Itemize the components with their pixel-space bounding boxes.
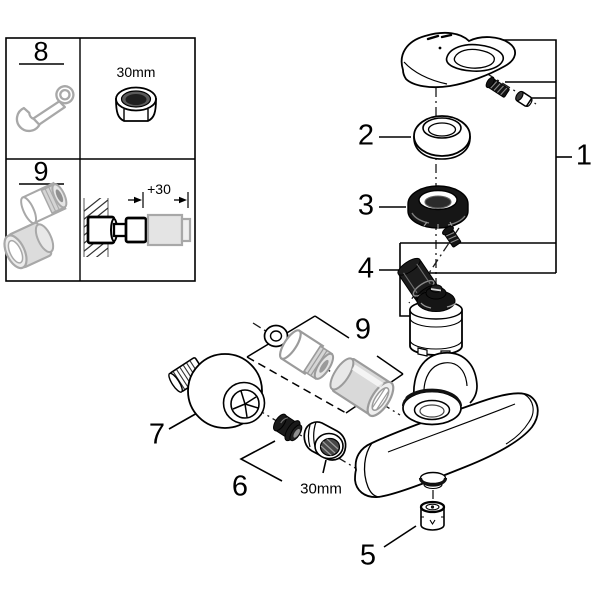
bracket-1-top <box>487 39 557 273</box>
extension-gray <box>146 213 184 247</box>
body-shell <box>354 392 539 498</box>
callout-4-label: 4 <box>357 252 375 285</box>
leader-30mm <box>322 459 327 474</box>
grub-screw <box>442 225 462 248</box>
callout-7-label: 7 <box>148 418 166 451</box>
lever-handle <box>400 31 516 89</box>
hex-nut-icon <box>115 86 157 122</box>
callout-2-label: 2 <box>357 119 375 152</box>
open-end-wrench-icon <box>15 85 75 133</box>
union-nut <box>303 421 347 461</box>
union-spline <box>232 390 259 418</box>
faucet-body <box>354 352 539 498</box>
bracket-6 <box>239 440 283 482</box>
filter-insert <box>273 413 303 442</box>
legend-plus30-label: +30 <box>147 181 171 197</box>
dimension-arrows <box>128 196 187 204</box>
union-nut-size-label: 30mm <box>300 480 342 498</box>
s-union <box>168 353 266 429</box>
handle-screw <box>485 76 510 98</box>
wall-mounted-extension-icon <box>83 192 192 257</box>
callout-5-label: 5 <box>359 539 377 572</box>
gasket-washer <box>263 324 289 348</box>
callout-3-label: 3 <box>357 189 375 222</box>
screw-cap <box>515 90 533 107</box>
callout-6-label: 6 <box>231 470 249 503</box>
extension-short <box>278 329 335 381</box>
dimension-ticks <box>142 192 189 208</box>
outlet-plug <box>419 500 446 531</box>
body-collar <box>402 388 462 426</box>
callout-9-label: 9 <box>354 313 372 346</box>
adapter-axis <box>408 227 460 304</box>
extension-set-icon <box>3 181 68 270</box>
body-outlet <box>418 471 448 490</box>
legend-8-number: 8 <box>33 36 49 67</box>
escutcheon-cap-ring <box>413 115 471 160</box>
leader-5 <box>383 525 417 548</box>
legend-30mm-label: 30mm <box>116 64 156 80</box>
legend-9-number: 9 <box>33 156 49 187</box>
legend-box <box>3 37 196 282</box>
cartridge-ring-nut <box>407 185 469 229</box>
callout-1-label: 1 <box>575 139 593 172</box>
extension-long <box>329 357 395 418</box>
